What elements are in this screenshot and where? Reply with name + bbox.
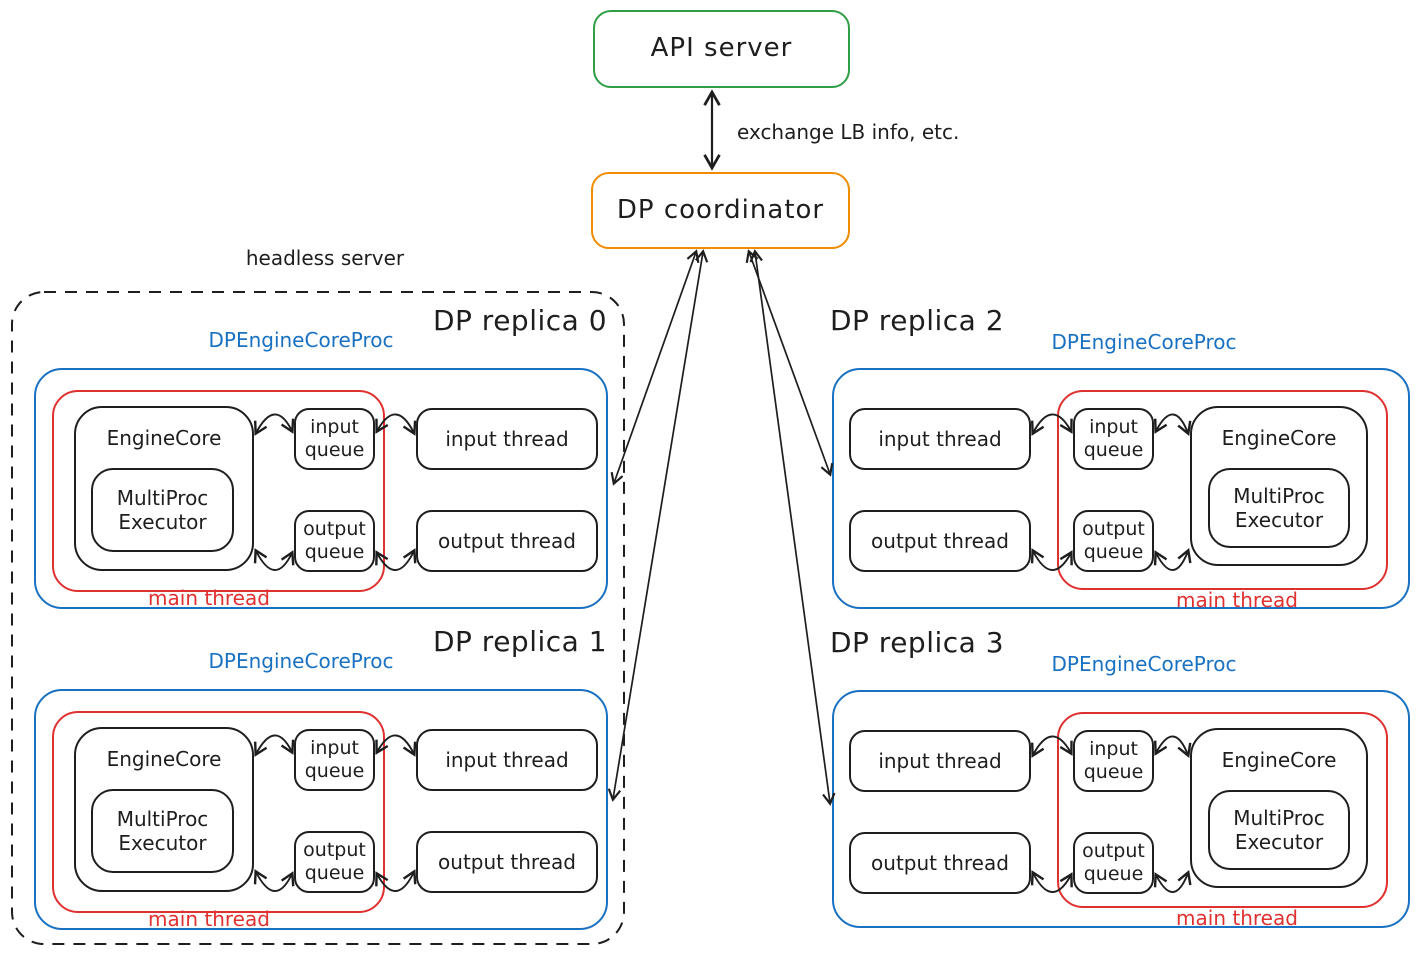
replica-3-output-thread: output thread <box>849 832 1031 894</box>
replica-2-main-thread-label: main thread <box>1176 588 1298 612</box>
dp-coordinator-label: DP coordinator <box>616 194 825 225</box>
input-queue-label: input queue <box>1083 416 1144 461</box>
replica-2-input-thread: input thread <box>849 408 1031 470</box>
output-thread-label: output thread <box>871 529 1009 553</box>
replica-3-proc-label: DPEngineCoreProc <box>1051 652 1237 676</box>
replica-3-main-thread-box <box>1057 712 1388 908</box>
output-queue-label: output queue <box>1082 840 1145 885</box>
replica-2-output-thread: output thread <box>849 510 1031 572</box>
input-queue-label: input queue <box>1083 738 1144 783</box>
headless-server-label: headless server <box>245 246 405 270</box>
exchange-note: exchange LB info, etc. <box>737 120 960 144</box>
replica-3-input-thread: input thread <box>849 730 1031 792</box>
multiproc-label: MultiProc Executor <box>1233 806 1325 854</box>
api-server-label: API server <box>650 33 793 64</box>
replica-2-proc-label: DPEngineCoreProc <box>1051 330 1237 354</box>
replica-2-main-thread-box <box>1057 390 1388 590</box>
output-queue-label: output queue <box>1082 518 1145 563</box>
replica-2-multiproc-box: MultiProc Executor <box>1208 468 1350 548</box>
output-thread-label: output thread <box>871 851 1009 875</box>
replica-2-title: DP replica 2 <box>829 304 1005 337</box>
replica-3-multiproc-box: MultiProc Executor <box>1208 790 1350 870</box>
replica-3-main-thread-label: main thread <box>1176 906 1298 930</box>
replica-3-proc-box <box>832 690 1410 928</box>
engine-core-label: EngineCore <box>1221 748 1337 772</box>
input-thread-label: input thread <box>878 749 1002 773</box>
replica-2-output-queue: output queue <box>1073 510 1154 572</box>
replica-3-output-queue: output queue <box>1073 832 1154 894</box>
replica-2-input-queue: input queue <box>1073 408 1154 470</box>
replica-3-engine-core-box: EngineCore <box>1190 728 1368 888</box>
replica-3-input-queue: input queue <box>1073 730 1154 792</box>
replica-2-engine-core-box: EngineCore <box>1190 406 1368 566</box>
engine-core-label: EngineCore <box>1221 426 1337 450</box>
dp-coordinator-node: DP coordinator <box>591 172 850 249</box>
api-server-node: API server <box>593 10 850 88</box>
input-thread-label: input thread <box>878 427 1002 451</box>
multiproc-label: MultiProc Executor <box>1233 484 1325 532</box>
replica-3-title: DP replica 3 <box>829 626 1005 659</box>
